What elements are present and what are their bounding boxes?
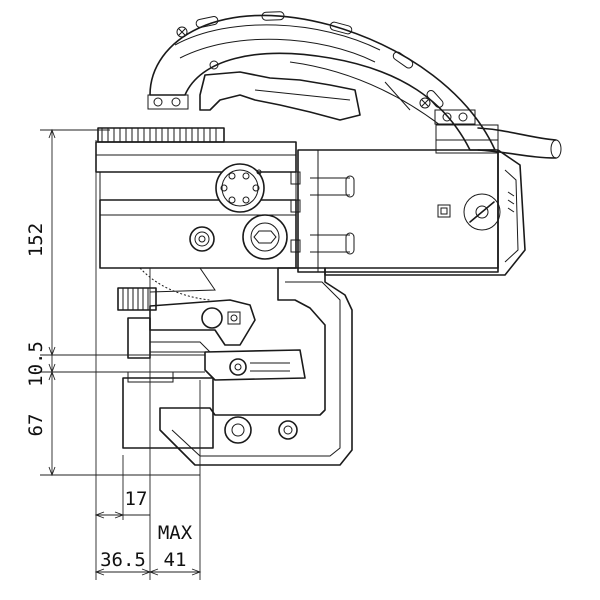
frame-screw-right: [278, 420, 298, 440]
end-cap: [324, 149, 526, 276]
head-block: [95, 141, 297, 173]
lower-jaw: [122, 377, 214, 449]
bolt-nut: [189, 226, 215, 252]
top-cap: [97, 127, 225, 143]
dim-label-max: MAX: [158, 522, 193, 544]
tool-body: [95, 11, 562, 466]
handle-arch: [149, 14, 496, 151]
mode-dial: [215, 163, 265, 213]
dim-label-36-5: 36.5: [100, 549, 146, 571]
rotary-switch: [463, 193, 501, 231]
switch-indicator: [437, 204, 451, 218]
frame-screw-left: [224, 416, 252, 444]
dimension-lines: [40, 128, 205, 580]
upper-jaw: [149, 299, 256, 346]
motor-housing: [297, 149, 499, 273]
dim-label-17: 17: [125, 488, 148, 510]
trigger-grip: [199, 71, 361, 121]
c-frame: [159, 267, 353, 466]
dim-label-41: 41: [164, 549, 187, 571]
dim-label-67: 67: [25, 414, 47, 437]
socket-bolt: [242, 214, 288, 260]
dim-label-10-5: 10.5: [25, 341, 47, 387]
slide-bar: [204, 349, 306, 381]
dim-label-152: 152: [25, 223, 47, 257]
